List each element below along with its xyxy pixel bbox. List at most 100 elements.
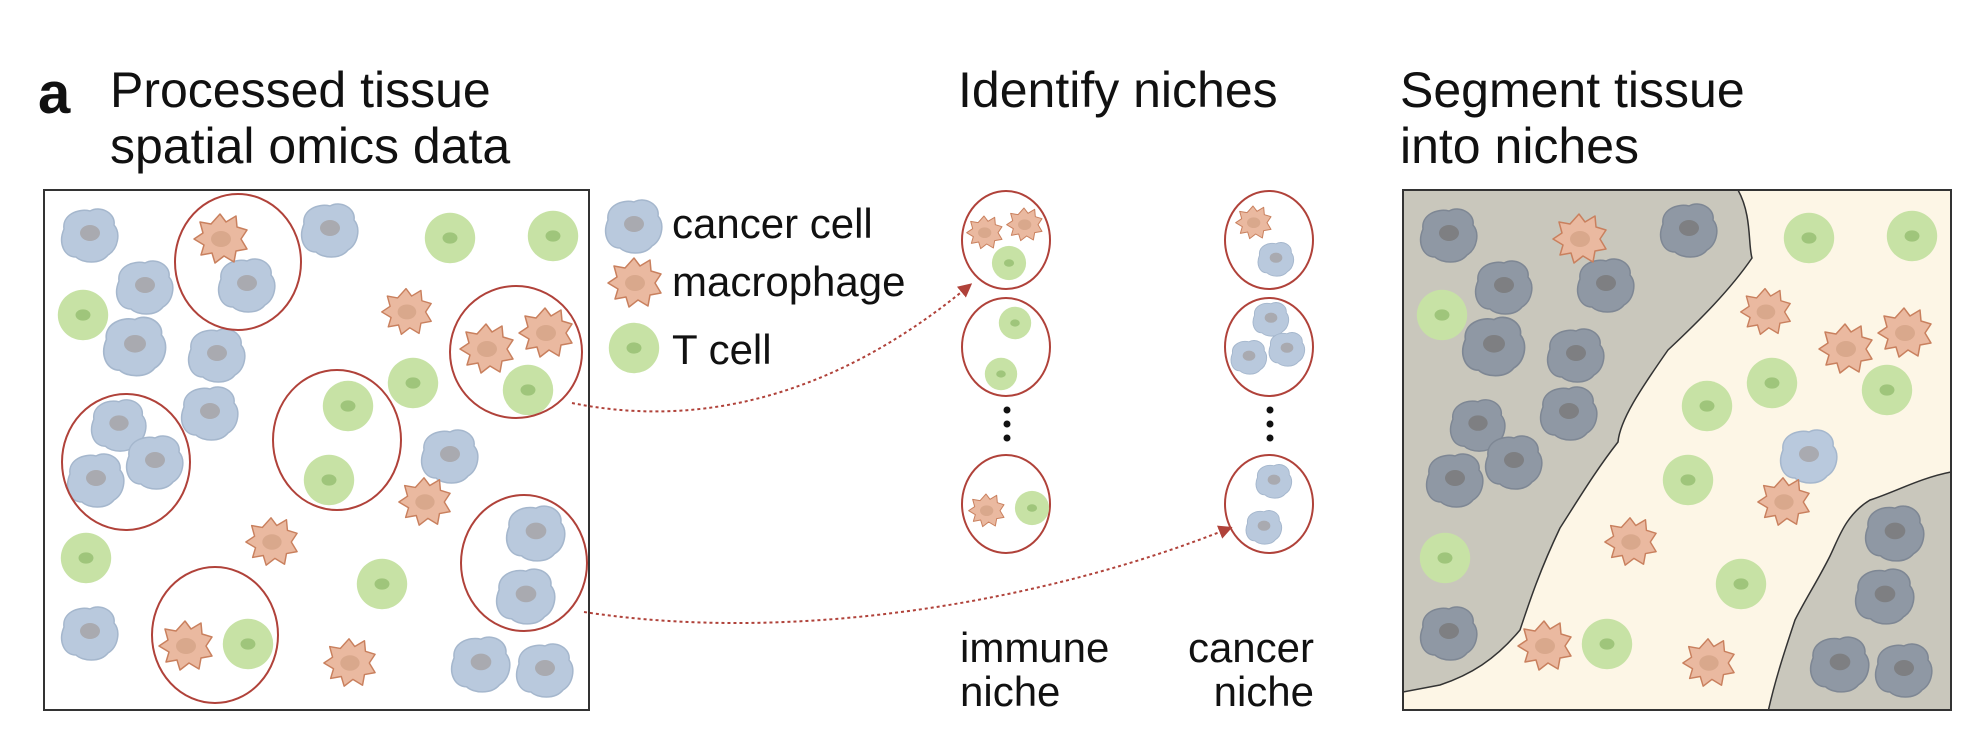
cancer-cell-icon — [66, 453, 125, 508]
cancer-cell-icon — [450, 636, 511, 693]
t-cell-icon — [984, 357, 1018, 391]
t-cell-icon — [998, 306, 1032, 340]
cancer-cell-icon — [1252, 302, 1290, 337]
t-cell-icon — [608, 322, 660, 374]
cancer-cell-icon — [1659, 203, 1718, 258]
cancer-cell-icon — [300, 203, 359, 258]
arrow-to-cancer-niche — [583, 525, 1233, 625]
niche-circle — [1224, 190, 1314, 290]
t-cell-icon — [1416, 289, 1468, 341]
cancer-cell-icon — [1484, 435, 1543, 490]
cancer-cell-icon — [1546, 328, 1605, 383]
t-cell-icon — [1014, 490, 1050, 526]
ellipsis-dots — [1003, 406, 1011, 442]
cancer-cell-icon — [60, 208, 119, 263]
cancer-cell-icon — [1539, 386, 1598, 441]
niche-circle — [961, 454, 1051, 554]
cancer-cell-icon — [1255, 464, 1293, 499]
niche-circle — [961, 190, 1051, 290]
t-cell-icon — [1581, 618, 1633, 670]
t-cell-icon — [991, 245, 1027, 281]
cancer-cell-icon — [60, 606, 119, 661]
cancer-cell-icon — [1419, 208, 1478, 263]
cancer-cell-icon — [1874, 643, 1933, 698]
cancer-cell-icon — [125, 435, 184, 490]
neighborhood-circle — [460, 494, 588, 632]
arrows — [571, 283, 1233, 625]
cancer-cell-icon — [187, 328, 246, 383]
segmented-tissue-frame — [1402, 189, 1952, 711]
neighborhood-circle — [174, 193, 302, 331]
t-cell-icon — [60, 532, 112, 584]
cancer-niche-label-line2: niche — [1213, 668, 1314, 715]
cancer-cell-icon — [1425, 453, 1484, 508]
neighborhood-circle — [449, 285, 583, 419]
t-cell-icon — [1861, 364, 1913, 416]
cancer-cell-icon — [217, 258, 276, 313]
panel-letter: a — [38, 61, 71, 126]
t-cell-icon — [303, 454, 355, 506]
legend-label-t-cell: T cell — [672, 326, 772, 373]
legend-label-macrophage: macrophage — [672, 258, 906, 305]
cancer-cell-icon — [1474, 260, 1533, 315]
niche-neighborhoods — [61, 193, 588, 704]
cancer-cell-icon — [1461, 316, 1526, 377]
t-cell-icon — [527, 210, 579, 262]
neighborhood-circle — [151, 566, 279, 704]
arrow-to-immune-niche — [571, 283, 973, 413]
cancer-cell-icon — [495, 568, 556, 625]
t-cell-icon — [424, 212, 476, 264]
cancer-cell-icon — [505, 505, 566, 562]
immune-niche-column — [961, 190, 1051, 554]
segmented-tissue-panel — [1402, 189, 1952, 711]
cancer-cell-icon — [1419, 606, 1478, 661]
cancer-cell-icon — [420, 429, 479, 484]
cancer-cell-icon — [180, 386, 239, 441]
t-cell-icon — [502, 364, 554, 416]
t-cell-icon — [1746, 357, 1798, 409]
ellipsis-dots — [1266, 406, 1274, 442]
cancer-cell-icon — [1864, 505, 1925, 562]
immune-niche-label: immune niche — [960, 626, 1109, 714]
cancer-cell-icon — [604, 199, 663, 254]
cancer-cell-icon — [1257, 242, 1295, 277]
t-cell-icon — [1419, 532, 1471, 584]
segment-heading-line1: Segment tissue — [1400, 62, 1745, 118]
cancer-cell-icon — [102, 316, 167, 377]
cancer-niche-region — [1403, 190, 1753, 693]
cancer-niche-column — [1224, 190, 1314, 554]
niche-circle — [1224, 297, 1314, 397]
macrophage-icon — [966, 215, 1003, 250]
niche-circle — [961, 297, 1051, 397]
t-cell-icon — [322, 380, 374, 432]
cancer-niche-label-line1: cancer — [1187, 624, 1314, 671]
neighborhood-circle — [61, 393, 191, 531]
t-cell-icon — [1886, 210, 1938, 262]
immune-niche-label-line2: niche — [960, 668, 1061, 715]
cancer-cell-icon — [1230, 340, 1268, 375]
macrophage-icon — [968, 493, 1005, 528]
cancer-cell-icon — [1854, 568, 1915, 625]
t-cell-icon — [1681, 380, 1733, 432]
legend-label-cancer-cell: cancer cell — [672, 200, 873, 247]
t-cell-icon — [1715, 558, 1767, 610]
t-cell-icon — [1783, 212, 1835, 264]
legend — [604, 199, 663, 374]
cancer-cell-icon — [1809, 636, 1870, 693]
niche-circle — [1224, 454, 1314, 554]
cancer-cell-icon — [1245, 510, 1283, 545]
tissue-heading: Processed tissue spatial omics data — [110, 62, 510, 174]
cancer-cell-icon — [1576, 258, 1635, 313]
t-cell-icon — [356, 558, 408, 610]
tissue-panel — [43, 189, 590, 711]
t-cell-icon — [387, 357, 439, 409]
macrophage-icon — [1006, 207, 1043, 242]
neighborhood-circle — [272, 369, 402, 511]
t-cell-icon — [222, 618, 274, 670]
immune-niche-label-line1: immune — [960, 624, 1110, 671]
identify-niches-heading: Identify niches — [958, 62, 1278, 118]
macrophage-icon — [1235, 205, 1272, 240]
tissue-heading-line1: Processed tissue — [110, 62, 491, 118]
macrophage-icon — [607, 257, 662, 308]
